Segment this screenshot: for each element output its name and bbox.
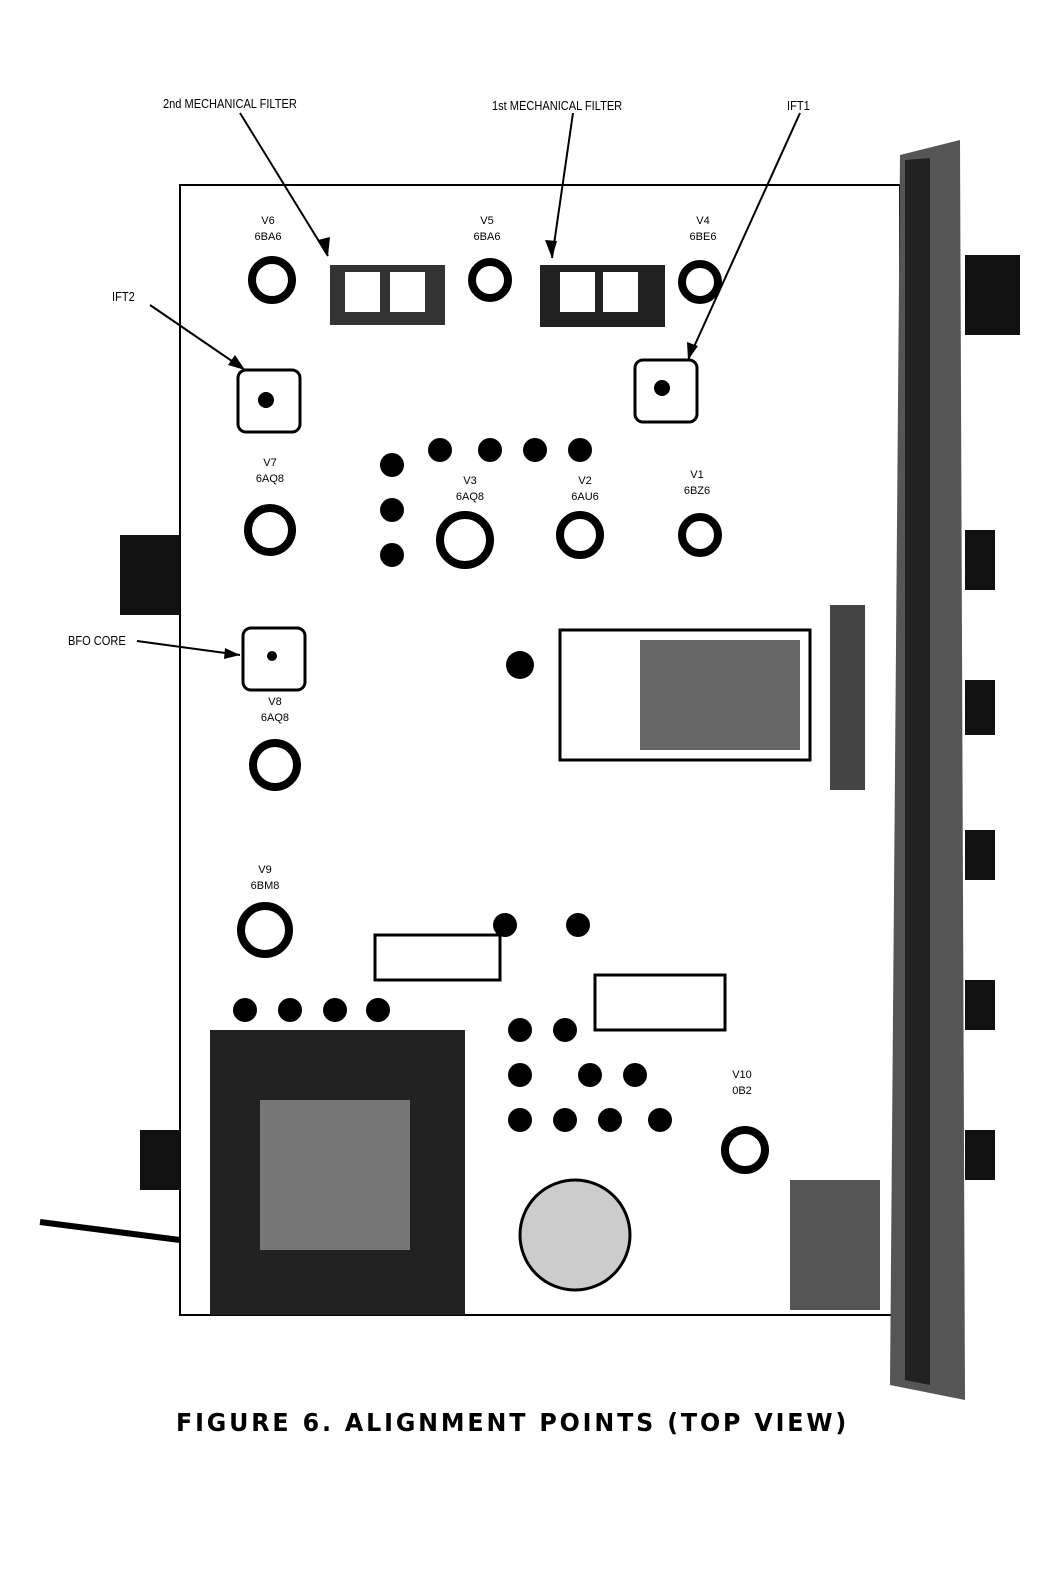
filter-capacitor [518, 1178, 632, 1292]
output-transformer [373, 933, 502, 982]
callout-ift1: IFT1 [787, 98, 810, 113]
front-knobs [965, 255, 1020, 1180]
callout-bfo-core: BFO CORE [68, 633, 126, 648]
figure-caption: FIGURE 6. ALIGNMENT POINTS (TOP VIEW) [176, 1408, 850, 1437]
choke [593, 973, 727, 1032]
arrowheads [224, 237, 698, 659]
1st-mechanical-filter [540, 265, 665, 327]
callout-1st-mechanical-filter: 1st MECHANICAL FILTER [492, 98, 623, 113]
callout-ift2: IFT2 [112, 289, 135, 304]
callout-arrows [136, 112, 801, 656]
chassis-holes [233, 438, 672, 1132]
tube-sockets [237, 256, 769, 1174]
callout-2nd-mechanical-filter: 2nd MECHANICAL FILTER [163, 96, 297, 111]
power-cord [39, 1219, 181, 1243]
